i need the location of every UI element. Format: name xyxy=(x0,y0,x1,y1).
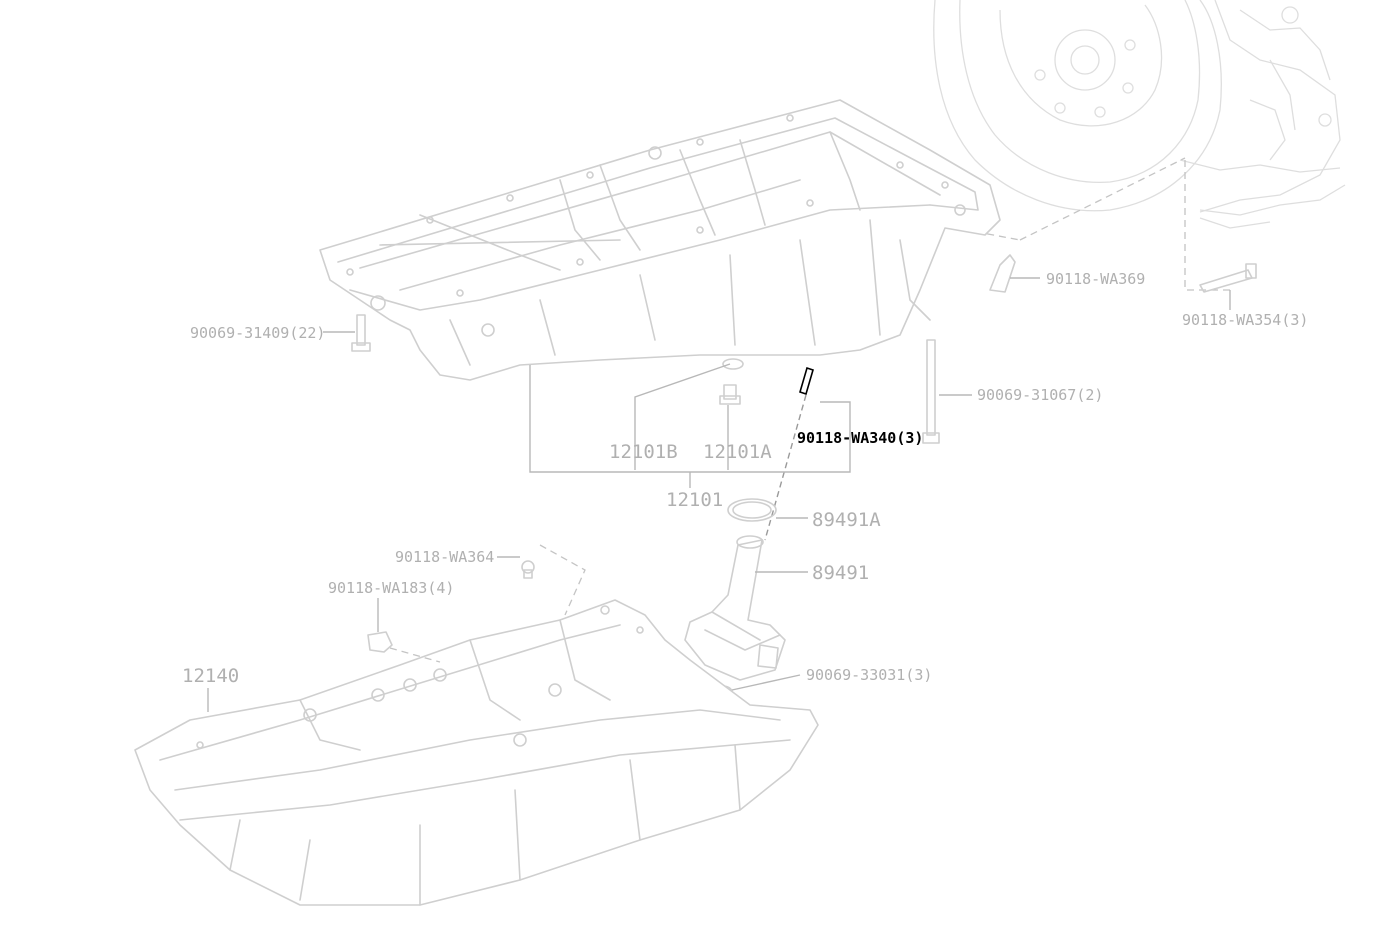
lower-oil-pan-drawing xyxy=(134,599,819,906)
label-89491A[interactable]: 89491A xyxy=(812,509,881,531)
label-12101B[interactable]: 12101B xyxy=(609,441,678,463)
label-90069-31067[interactable]: 90069-31067(2) xyxy=(977,386,1103,404)
dashed-leader-wa364 xyxy=(539,544,586,616)
label-12101[interactable]: 12101 xyxy=(666,489,723,511)
label-90118-WA340-highlighted[interactable]: 90118-WA340(3) xyxy=(797,429,923,447)
label-89491[interactable]: 89491 xyxy=(812,562,869,584)
label-12140[interactable]: 12140 xyxy=(182,665,239,687)
label-90118-WA183[interactable]: 90118-WA183(4) xyxy=(328,579,454,597)
transmission-housing-drawing xyxy=(933,0,1346,291)
label-90118-WA369[interactable]: 90118-WA369 xyxy=(1046,270,1145,288)
label-90118-WA354[interactable]: 90118-WA354(3) xyxy=(1182,311,1308,329)
lower-pan-fasteners xyxy=(367,560,535,653)
label-90069-31409[interactable]: 90069-31409(22) xyxy=(190,324,325,342)
label-90118-WA364[interactable]: 90118-WA364 xyxy=(395,548,494,566)
highlighted-part-90118-WA340[interactable] xyxy=(799,366,814,396)
leader-lines xyxy=(207,277,1231,712)
label-90069-33031[interactable]: 90069-33031(3) xyxy=(806,666,932,684)
dashed-leader-wa183 xyxy=(389,647,441,663)
label-12101A[interactable]: 12101A xyxy=(703,441,772,463)
fastener-drawings xyxy=(351,254,1257,444)
upper-oil-pan-drawing xyxy=(319,99,1001,381)
